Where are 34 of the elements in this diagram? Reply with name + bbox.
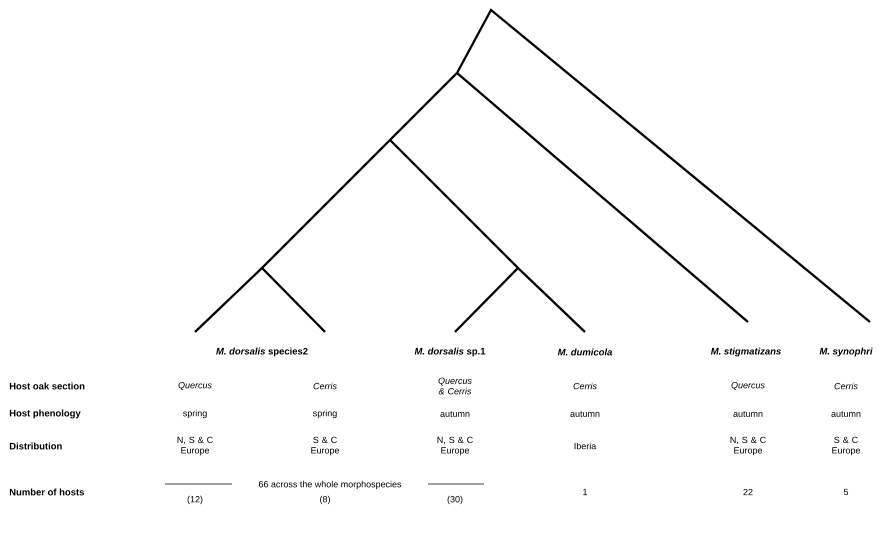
table-cell: N, S & C Europe (178, 436, 213, 456)
table-cell: Quercus (178, 382, 212, 390)
table-cell: S & C Europe (832, 436, 860, 456)
row-header: Number of hosts (10, 488, 84, 496)
row-header: Host oak section (10, 382, 84, 390)
table-cell: Quercus & Cerris (438, 378, 472, 394)
table-cell: (30) (448, 496, 462, 504)
table-cell: Quercus (732, 382, 765, 390)
table-cell: autumn (440, 411, 470, 417)
row-header: Host phenology (10, 410, 81, 418)
table-cell: Cerris (314, 382, 337, 390)
table-cell: autumn (733, 411, 762, 417)
table-cell: (12) (188, 496, 202, 504)
species-name: M. synophri (820, 348, 873, 356)
table-cell: N, S & C Europe (438, 436, 473, 456)
table-cell: N, S & C Europe (730, 436, 766, 456)
table-cell: spring (183, 410, 207, 418)
table-cell: 66 across the whole morphospecies (258, 480, 402, 490)
table-cell: autumn (570, 411, 600, 417)
table-cell: autumn (831, 411, 860, 417)
table-cell: S & C Europe (311, 436, 340, 456)
table-cell: spring (313, 410, 337, 418)
row-header: Distribution (10, 442, 62, 450)
table-cell: 5 (844, 488, 848, 496)
table-cell: (8) (320, 496, 330, 504)
table-cell: Cerris (834, 382, 858, 390)
table-cell: Cerris (574, 382, 597, 390)
table-cell: 22 (743, 488, 753, 496)
table-cell: Iberia (574, 442, 596, 450)
species-name: M. dorsalis species2 (216, 348, 308, 356)
species-name: M. dumicola (558, 348, 612, 356)
species-name: M. stigmatizans (710, 348, 781, 356)
table-cell: 1 (583, 488, 588, 496)
species-name: M. dorsalis sp.1 (414, 348, 486, 356)
